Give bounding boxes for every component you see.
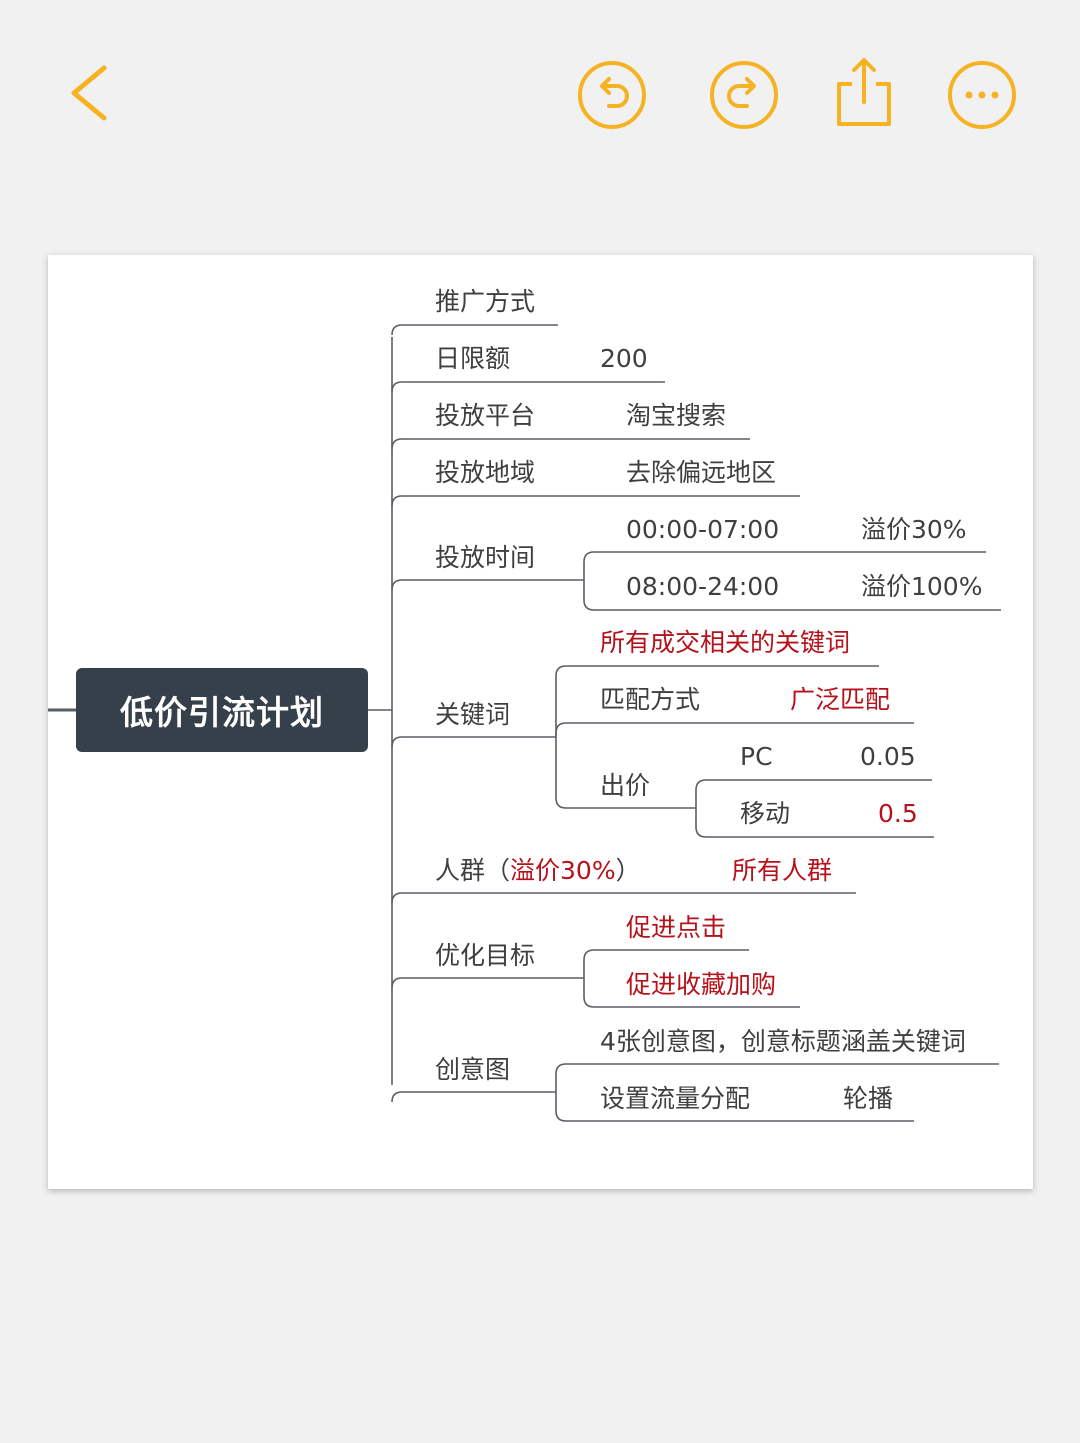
time-slot-premium[interactable]: 溢价30%: [861, 515, 967, 544]
crowd-label-suffix: ）: [615, 856, 641, 885]
node-creative[interactable]: 创意图: [435, 1055, 511, 1084]
node-region[interactable]: 投放地域: [435, 458, 536, 487]
bid-value[interactable]: 0.5: [878, 799, 918, 828]
daily-limit-value[interactable]: 200: [600, 344, 648, 373]
node-bid[interactable]: 出价: [600, 771, 651, 800]
back-icon[interactable]: [62, 60, 122, 130]
goal-value[interactable]: 促进收藏加购: [626, 970, 777, 999]
match-type-value[interactable]: 广泛匹配: [790, 685, 891, 714]
crowd-label-prefix: 人群（: [435, 856, 511, 885]
root-label: 低价引流计划: [120, 693, 324, 732]
node-platform[interactable]: 投放平台: [435, 401, 536, 430]
node-keywords[interactable]: 关键词: [435, 700, 511, 729]
node-match-type[interactable]: 匹配方式: [600, 685, 701, 714]
creative-note[interactable]: 4张创意图，创意标题涵盖关键词: [600, 1027, 966, 1056]
bid-device[interactable]: PC: [740, 742, 773, 771]
platform-value[interactable]: 淘宝搜索: [626, 401, 727, 430]
time-slot-range[interactable]: 08:00-24:00: [626, 572, 780, 601]
keywords-all-related[interactable]: 所有成交相关的关键词: [600, 628, 851, 657]
root-node[interactable]: 低价引流计划: [76, 668, 368, 752]
crowd-label-premium: 溢价30%: [510, 856, 616, 885]
node-goal[interactable]: 优化目标: [435, 941, 536, 970]
more-icon[interactable]: [945, 58, 1019, 132]
node-daily-limit[interactable]: 日限额: [435, 344, 511, 373]
bid-value[interactable]: 0.05: [860, 742, 916, 771]
mindmap-card: 低价引流计划 推广方式 日限额 200 投放平台 淘宝搜索 投放地域 去除偏远地…: [48, 255, 1033, 1189]
bid-device[interactable]: 移动: [740, 799, 791, 828]
node-promo-method[interactable]: 推广方式: [435, 287, 536, 316]
undo-icon[interactable]: [575, 58, 649, 132]
mindmap-connectors: [48, 324, 1001, 1122]
goal-value[interactable]: 促进点击: [626, 913, 727, 942]
traffic-allocation-value[interactable]: 轮播: [843, 1084, 894, 1113]
region-value[interactable]: 去除偏远地区: [626, 458, 777, 487]
time-slot-range[interactable]: 00:00-07:00: [626, 515, 780, 544]
redo-icon[interactable]: [707, 58, 781, 132]
time-slot-premium[interactable]: 溢价100%: [861, 572, 983, 601]
node-traffic-allocation[interactable]: 设置流量分配: [600, 1084, 751, 1113]
node-time[interactable]: 投放时间: [435, 543, 536, 572]
node-crowd[interactable]: 人群（溢价30%）: [435, 856, 641, 886]
share-icon[interactable]: [832, 54, 896, 132]
crowd-value[interactable]: 所有人群: [732, 856, 833, 885]
